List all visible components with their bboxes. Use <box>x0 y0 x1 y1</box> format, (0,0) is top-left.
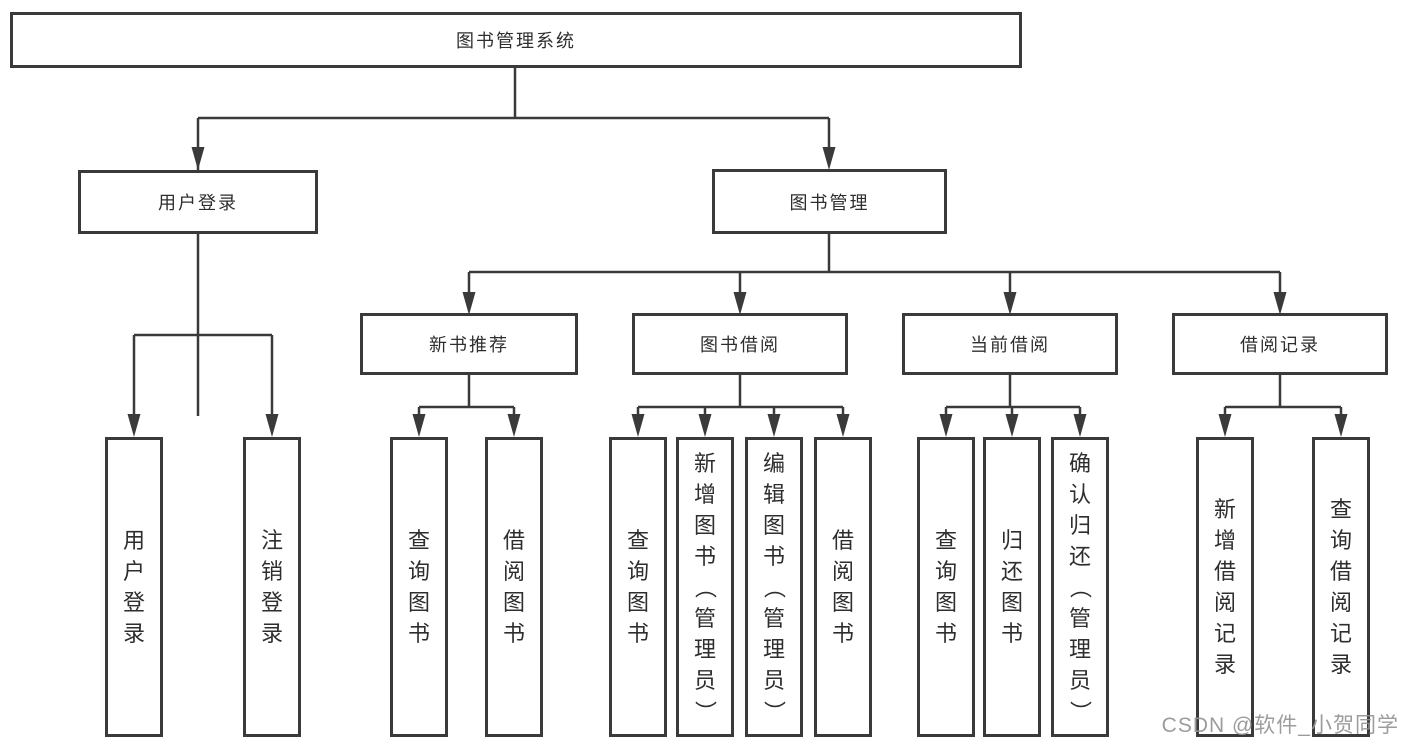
node-borrow-records: 借阅记录 <box>1172 313 1388 375</box>
node-new-book-recommend: 新书推荐 <box>360 313 578 375</box>
arrow-icon <box>631 414 645 437</box>
node-label: 归还图书 <box>1000 528 1023 646</box>
leaf-query-borrow-record: 查询借阅记录 <box>1312 437 1370 737</box>
node-label: 借阅图书 <box>831 528 854 646</box>
node-library-system: 图书管理系统 <box>10 12 1022 68</box>
arrow-icon <box>127 414 141 437</box>
node-label: 借阅记录 <box>1240 335 1320 355</box>
leaf-user-login: 用户登录 <box>105 437 163 737</box>
arrowheads <box>127 147 1348 437</box>
arrow-icon <box>1073 414 1087 437</box>
node-label: 新增借阅记录 <box>1213 497 1236 677</box>
node-book-borrow: 图书借阅 <box>632 313 848 375</box>
leaf-query-book-borrow: 查询图书 <box>609 437 667 737</box>
node-book-management: 图书管理 <box>712 169 947 234</box>
node-label: 新书推荐 <box>429 335 509 355</box>
node-label: 图书管理 <box>789 192 870 213</box>
node-label: 查询图书 <box>934 528 957 646</box>
node-user-login: 用户登录 <box>78 170 318 234</box>
arrow-icon <box>1003 292 1017 315</box>
connector-paths <box>132 68 1343 416</box>
leaf-query-book-recommend: 查询图书 <box>390 437 448 737</box>
arrow-icon <box>265 414 279 437</box>
leaf-borrow-book-recommend: 借阅图书 <box>485 437 543 737</box>
arrow-icon <box>733 292 747 315</box>
leaf-return-book: 归还图书 <box>983 437 1041 737</box>
arrow-icon <box>1273 292 1287 315</box>
arrow-icon <box>507 414 521 437</box>
node-label: 查询借阅记录 <box>1329 497 1352 677</box>
arrow-icon <box>836 414 850 437</box>
leaf-borrow-book: 借阅图书 <box>814 437 872 737</box>
arrow-icon <box>1218 414 1232 437</box>
node-label: 图书借阅 <box>700 335 780 355</box>
node-label: 借阅图书 <box>502 528 525 646</box>
node-current-borrow: 当前借阅 <box>902 313 1118 375</box>
leaf-edit-book-admin: 编辑图书（管理员） <box>745 437 803 737</box>
arrow-icon <box>698 414 712 437</box>
node-label: 注销登录 <box>260 528 283 646</box>
node-label: 编辑图书（管理员） <box>761 450 787 723</box>
arrow-icon <box>462 292 476 315</box>
node-label: 查询图书 <box>407 528 430 646</box>
leaf-add-book-admin: 新增图书（管理员） <box>676 437 734 737</box>
node-label: 用户登录 <box>122 528 145 646</box>
node-label: 确认归还（管理员） <box>1067 450 1093 723</box>
arrow-icon <box>1005 414 1019 437</box>
leaf-query-book-current: 查询图书 <box>917 437 975 737</box>
arrow-icon <box>822 147 836 170</box>
node-label: 查询图书 <box>626 528 649 646</box>
node-label: 当前借阅 <box>970 335 1050 355</box>
arrow-icon <box>767 414 781 437</box>
arrow-icon <box>1334 414 1348 437</box>
arrow-icon <box>412 414 426 437</box>
arrow-icon <box>939 414 953 437</box>
leaf-add-borrow-record: 新增借阅记录 <box>1196 437 1254 737</box>
node-label: 用户登录 <box>158 193 238 213</box>
node-label: 新增图书（管理员） <box>692 450 718 723</box>
arrow-icon <box>191 147 205 170</box>
node-label: 图书管理系统 <box>456 31 576 51</box>
leaf-confirm-return-admin: 确认归还（管理员） <box>1051 437 1109 737</box>
leaf-logout: 注销登录 <box>243 437 301 737</box>
csdn-watermark: CSDN @软件_小贺同学 <box>1161 714 1399 737</box>
